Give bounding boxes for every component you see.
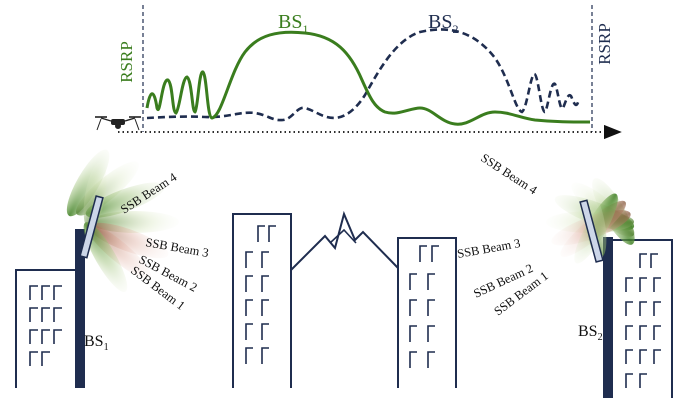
bs1-antenna-panel (79, 195, 104, 259)
bs2-beam-label-4: SSB Beam 4 (478, 151, 540, 198)
bs1-beam-fan (66, 149, 179, 293)
drone-icon (95, 116, 141, 131)
building-left (15, 269, 77, 388)
roof-peaks (290, 210, 399, 271)
bs2-beam-label-3: SSB Beam 3 (456, 236, 521, 261)
building-right (611, 239, 673, 398)
bs1-lobe (83, 162, 107, 230)
bs2-curve-label: BS2 (428, 11, 458, 36)
bs1-lobe (85, 182, 165, 218)
buildings (15, 210, 673, 398)
building-center-right (397, 237, 457, 388)
bs2-rsrp-curve (146, 28, 581, 122)
bs2-beam-fan (546, 178, 635, 264)
building-center-left (232, 213, 292, 388)
left-rsrp-label: RSRP (117, 41, 136, 83)
bs1-curve-label: BS1 (278, 11, 308, 36)
bs1-rsrp-curve (145, 30, 591, 126)
bs2-antenna-panel (579, 199, 604, 263)
bs2-mast (603, 237, 613, 398)
bs2-beam-labels: SSB Beam 4 SSB Beam 3 SSB Beam 2 SSB Bea… (456, 151, 551, 319)
rsrp-plot: RSRP RSRP BS1 BS2 (95, 5, 622, 140)
bs1-lobe (83, 222, 128, 293)
bs2-station-label: BS2 (578, 323, 603, 343)
bs1-lobe (89, 222, 169, 259)
right-rsrp-label: RSRP (595, 23, 614, 65)
bs1-mast (75, 229, 85, 388)
bs1-station-label: BS1 (84, 333, 109, 353)
